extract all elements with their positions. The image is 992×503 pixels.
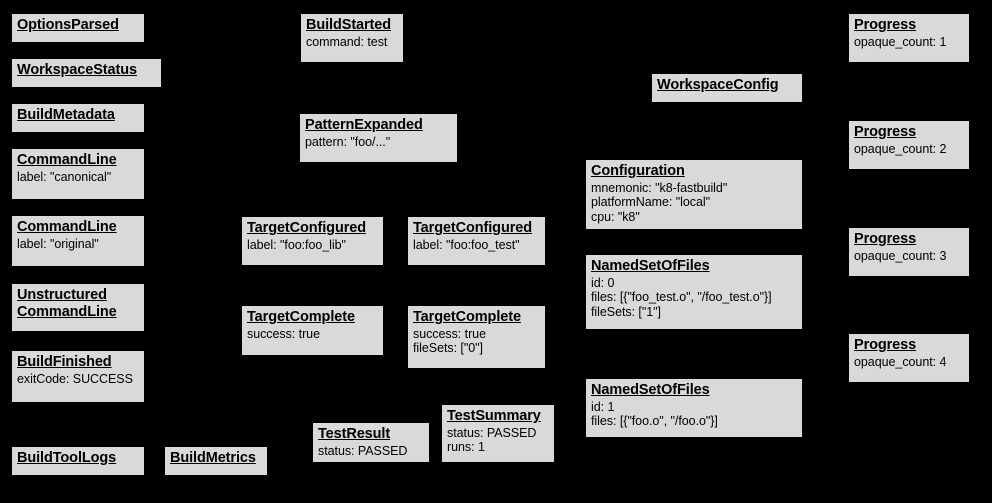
- node-field: exitCode: SUCCESS: [17, 371, 133, 386]
- node-field: status: PASSED: [318, 443, 408, 458]
- node-title: CommandLine: [17, 219, 117, 235]
- node-field: platformName: "local": [591, 195, 710, 210]
- node-field: opaque_count: 3: [854, 248, 947, 263]
- node-fields: opaque_count: 1: [854, 35, 964, 50]
- node-field: label: "canonical": [17, 169, 112, 184]
- node-fields: pattern: "foo/...": [305, 135, 452, 150]
- node-field: files: [{"foo.o", "/foo.o"}]: [591, 414, 718, 429]
- node-field: command: test: [306, 34, 388, 49]
- node-field: id: 0: [591, 275, 615, 290]
- node-field: fileSets: ["0"]: [413, 341, 483, 356]
- node-fields: status: PASSED: [318, 444, 424, 459]
- node-fields: exitCode: SUCCESS: [17, 372, 139, 387]
- node-workspace-status[interactable]: WorkspaceStatus: [11, 58, 162, 88]
- node-options-parsed[interactable]: OptionsParsed: [11, 13, 145, 43]
- node-field: fileSets: ["1"]: [591, 304, 661, 319]
- node-title: NamedSetOfFiles: [591, 382, 710, 398]
- node-build-tool-logs[interactable]: BuildToolLogs: [11, 446, 145, 476]
- node-field: files: [{"foo_test.o", "/foo_test.o"}]: [591, 290, 772, 305]
- node-title: Unstructured CommandLine: [17, 287, 117, 320]
- node-fields: opaque_count: 2: [854, 142, 964, 157]
- node-title: TestSummary: [447, 408, 541, 424]
- node-fields: success: true: [247, 327, 378, 342]
- node-title: Configuration: [591, 163, 685, 179]
- node-title: Progress: [854, 124, 917, 140]
- node-fields: label: "foo:foo_lib": [247, 238, 378, 253]
- node-fields: opaque_count: 3: [854, 249, 964, 264]
- node-title: TargetConfigured: [413, 220, 532, 236]
- node-field: opaque_count: 4: [854, 354, 947, 369]
- node-field: success: true: [247, 326, 320, 341]
- node-build-metadata[interactable]: BuildMetadata: [11, 103, 145, 133]
- node-title: TargetComplete: [247, 309, 355, 325]
- node-field: mnemonic: "k8-fastbuild": [591, 180, 728, 195]
- node-title: TestResult: [318, 426, 391, 442]
- node-field: label: "original": [17, 236, 99, 251]
- node-field: opaque_count: 1: [854, 34, 947, 49]
- node-title: PatternExpanded: [305, 117, 423, 133]
- node-build-metrics[interactable]: BuildMetrics: [164, 446, 268, 476]
- node-title: TargetConfigured: [247, 220, 366, 236]
- node-title: BuildStarted: [306, 17, 392, 33]
- node-fields: opaque_count: 4: [854, 355, 964, 370]
- node-fields: command: test: [306, 35, 398, 50]
- node-fields: label: "canonical": [17, 170, 139, 185]
- node-unstructured-command-line[interactable]: Unstructured CommandLine: [11, 283, 145, 332]
- node-field: success: true: [413, 326, 486, 341]
- node-title: BuildFinished: [17, 354, 112, 370]
- node-field: id: 1: [591, 399, 615, 414]
- node-field: runs: 1: [447, 440, 485, 455]
- node-fields: label: "foo:foo_test": [413, 238, 540, 253]
- node-title: NamedSetOfFiles: [591, 258, 710, 274]
- node-fields: label: "original": [17, 237, 139, 252]
- node-title: TargetComplete: [413, 309, 521, 325]
- node-field: opaque_count: 2: [854, 141, 947, 156]
- node-title: CommandLine: [17, 152, 117, 168]
- node-field: status: PASSED: [447, 425, 537, 440]
- node-field: label: "foo:foo_lib": [247, 237, 346, 252]
- node-title: BuildToolLogs: [17, 450, 117, 466]
- node-title: WorkspaceStatus: [17, 62, 137, 78]
- node-title: Progress: [854, 231, 917, 247]
- node-title: Progress: [854, 17, 917, 33]
- node-field: pattern: "foo/...": [305, 134, 391, 149]
- node-title: BuildMetadata: [17, 107, 115, 123]
- node-title: BuildMetrics: [170, 450, 256, 466]
- node-field: label: "foo:foo_test": [413, 237, 520, 252]
- node-title: OptionsParsed: [17, 17, 119, 33]
- node-title: Progress: [854, 337, 917, 353]
- node-fields: mnemonic: "k8-fastbuild"platformName: "l…: [591, 181, 797, 225]
- node-field: cpu: "k8": [591, 209, 640, 224]
- node-title: WorkspaceConfig: [657, 77, 779, 93]
- node-workspace-config[interactable]: WorkspaceConfig: [651, 73, 803, 103]
